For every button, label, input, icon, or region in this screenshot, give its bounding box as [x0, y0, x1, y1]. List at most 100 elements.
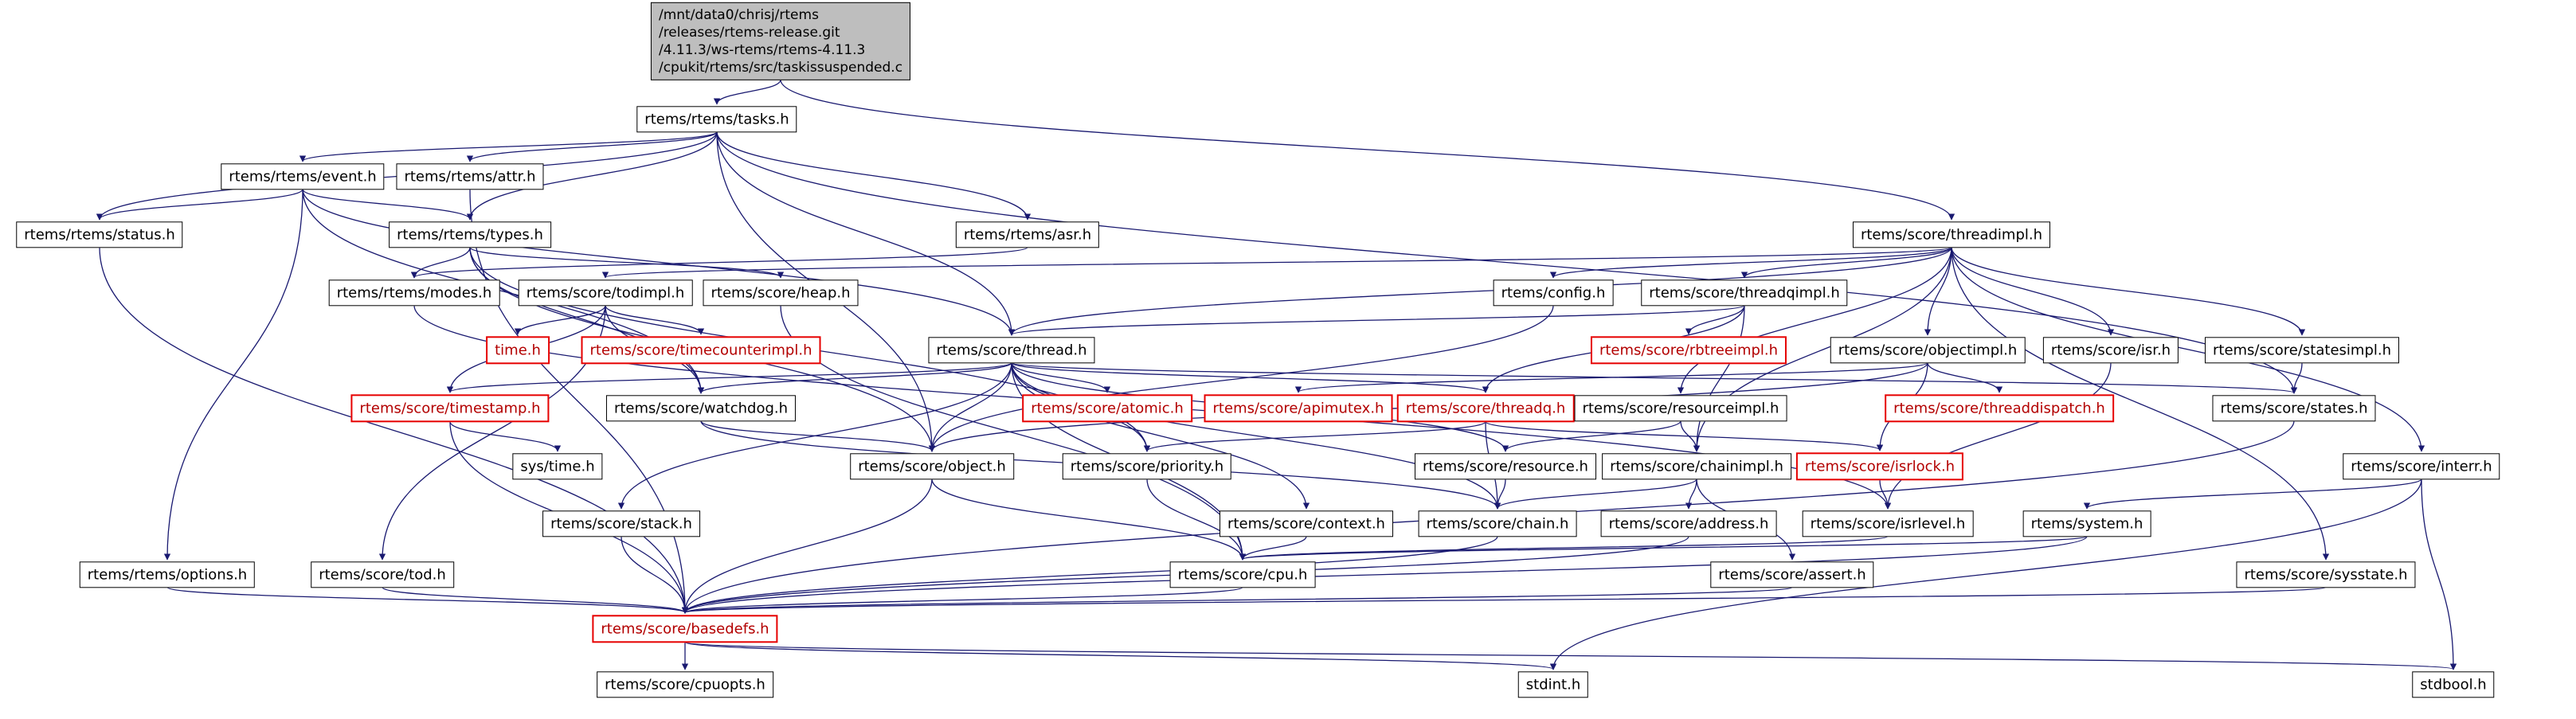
graph-node-timecounterimpl[interactable]: rtems/score/timecounterimpl.h: [581, 336, 821, 365]
graph-node-resourceimpl[interactable]: rtems/score/resourceimpl.h: [1574, 395, 1787, 422]
graph-node-context[interactable]: rtems/score/context.h: [1219, 510, 1393, 537]
include-edge-threadimpl-thread: [1008, 247, 1952, 336]
include-edge-assert-basedefs: [682, 586, 1793, 614]
include-edge-threadimpl-isr: [1951, 247, 2115, 336]
include-edge-options-basedefs: [166, 586, 688, 614]
graph-node-event[interactable]: rtems/rtems/event.h: [221, 163, 385, 190]
graph-node-stdbool[interactable]: stdbool.h: [2412, 671, 2495, 698]
graph-node-threadimpl[interactable]: rtems/score/threadimpl.h: [1852, 221, 2051, 248]
graph-node-threaddispatch[interactable]: rtems/score/threaddispatch.h: [1885, 394, 2114, 423]
graph-node-systime[interactable]: sys/time.h: [512, 453, 603, 480]
include-edge-source-file-tasks: [713, 79, 781, 105]
graph-node-modes[interactable]: rtems/rtems/modes.h: [328, 279, 500, 307]
include-edge-tasks-asr: [716, 131, 1032, 221]
include-edge-tod-basedefs: [382, 586, 689, 614]
include-edge-stack-basedefs: [621, 536, 689, 614]
graph-node-apimutex[interactable]: rtems/score/apimutex.h: [1204, 394, 1393, 423]
graph-node-stack[interactable]: rtems/score/stack.h: [542, 510, 700, 537]
include-edge-resourceimpl-chainimpl: [1680, 420, 1701, 452]
include-edge-threadqimpl-rbtreeimpl: [1685, 305, 1745, 335]
graph-node-chainimpl[interactable]: rtems/score/chainimpl.h: [1602, 453, 1791, 480]
include-edge-event-types: [302, 189, 474, 221]
graph-node-address[interactable]: rtems/score/address.h: [1600, 510, 1777, 537]
graph-node-status[interactable]: rtems/rtems/status.h: [16, 221, 183, 248]
graph-node-statesimpl[interactable]: rtems/score/statesimpl.h: [2204, 337, 2400, 364]
include-edge-thread-object: [928, 362, 1012, 452]
include-edge-objectimpl-threaddispatch: [1927, 362, 2003, 393]
include-edge-resourceimpl-resource: [1501, 420, 1681, 452]
graph-node-isrlevel[interactable]: rtems/score/isrlevel.h: [1802, 510, 1974, 537]
graph-node-thread[interactable]: rtems/score/thread.h: [928, 337, 1095, 364]
include-edge-todimpl-time: [514, 305, 606, 335]
graph-node-attr[interactable]: rtems/rtems/attr.h: [396, 163, 544, 190]
include-edge-status-basedefs: [99, 247, 689, 614]
graph-node-objectimpl[interactable]: rtems/score/objectimpl.h: [1830, 337, 2026, 364]
include-edge-asr-modes: [411, 246, 1028, 279]
graph-node-states[interactable]: rtems/score/states.h: [2212, 395, 2376, 422]
graph-node-cpuopts[interactable]: rtems/score/cpuopts.h: [597, 671, 773, 698]
graph-node-system[interactable]: rtems/system.h: [2022, 510, 2151, 537]
include-edge-types-modes: [410, 247, 471, 279]
graph-node-interr[interactable]: rtems/score/interr.h: [2343, 453, 2500, 480]
graph-node-types[interactable]: rtems/rtems/types.h: [389, 221, 551, 248]
graph-node-isr[interactable]: rtems/score/isr.h: [2042, 337, 2179, 364]
graph-node-chain[interactable]: rtems/score/chain.h: [1418, 510, 1577, 537]
include-edge-thread-states: [1011, 361, 2297, 394]
graph-node-cpu[interactable]: rtems/score/cpu.h: [1169, 561, 1316, 588]
include-edge-interr-stdbool: [2421, 479, 2457, 670]
include-edge-source-file-threadimpl: [780, 79, 1955, 221]
graph-node-time[interactable]: time.h: [486, 336, 550, 365]
include-edge-threadimpl-statesimpl: [1951, 247, 2306, 336]
graph-node-todimpl[interactable]: rtems/score/todimpl.h: [518, 279, 693, 307]
graph-node-options[interactable]: rtems/rtems/options.h: [79, 561, 256, 588]
include-edge-system-cpu: [1239, 535, 2088, 561]
include-edge-threadq-priority: [1143, 420, 1486, 452]
graph-node-heap[interactable]: rtems/score/heap.h: [703, 279, 859, 307]
include-edge-thread-atomic: [1011, 362, 1111, 393]
include-edge-statesimpl-states: [2290, 362, 2303, 394]
graph-node-atomic[interactable]: rtems/score/atomic.h: [1022, 394, 1192, 423]
include-edge-thread-context: [1011, 362, 1310, 510]
include-edge-chainimpl-chain: [1494, 478, 1697, 510]
graph-node-watchdog[interactable]: rtems/score/watchdog.h: [605, 395, 797, 422]
graph-node-object[interactable]: rtems/score/object.h: [850, 453, 1014, 480]
include-edge-tasks-attr: [466, 131, 718, 162]
graph-node-timestamp[interactable]: rtems/score/timestamp.h: [350, 394, 550, 423]
graph-node-tasks[interactable]: rtems/rtems/tasks.h: [636, 106, 797, 133]
graph-node-source-file[interactable]: /mnt/data0/chrisj/rtems /releases/rtems-…: [650, 2, 911, 81]
graph-node-priority[interactable]: rtems/score/priority.h: [1062, 453, 1232, 480]
include-edge-threadimpl-sysstate: [1951, 247, 2330, 561]
include-edge-threadq-isrlock: [1485, 420, 1884, 451]
include-edge-tasks-thread: [716, 131, 1016, 336]
graph-node-basedefs[interactable]: rtems/score/basedefs.h: [592, 615, 778, 643]
include-edge-tasks-event: [299, 131, 718, 162]
include-edge-timestamp-systime: [449, 421, 562, 452]
include-edge-tasks-states: [716, 131, 2298, 394]
graph-node-threadqimpl[interactable]: rtems/score/threadqimpl.h: [1641, 279, 1848, 307]
include-edge-config-object: [928, 305, 1554, 452]
graph-node-threadq[interactable]: rtems/score/threadq.h: [1396, 394, 1575, 423]
include-edge-threadimpl-interr: [1951, 247, 2425, 452]
include-edge-system-basedefs: [682, 535, 2088, 614]
graph-node-isrlock[interactable]: rtems/score/isrlock.h: [1795, 452, 1964, 481]
include-edge-basedefs-stdbool: [684, 641, 2457, 670]
graph-node-tod[interactable]: rtems/score/tod.h: [311, 561, 454, 588]
include-edge-objectimpl-apimutex: [1295, 361, 1928, 393]
include-edge-threadimpl-objectimpl: [1924, 247, 1952, 336]
include-edge-event-options: [163, 189, 303, 561]
graph-node-assert[interactable]: rtems/score/assert.h: [1710, 561, 1874, 588]
graph-node-resource[interactable]: rtems/score/resource.h: [1415, 453, 1596, 480]
include-edge-event-thread: [302, 189, 1016, 336]
include-edge-todimpl-timecounterimpl: [605, 305, 705, 335]
include-edge-priority-cpu: [1146, 479, 1247, 561]
graph-node-rbtreeimpl[interactable]: rtems/score/rbtreeimpl.h: [1590, 336, 1787, 365]
graph-node-asr[interactable]: rtems/rtems/asr.h: [955, 221, 1100, 248]
include-edge-thread-timestamp: [447, 361, 1012, 393]
include-edge-interr-stdint: [1549, 479, 2422, 670]
graph-node-config[interactable]: rtems/config.h: [1493, 279, 1614, 307]
graph-node-sysstate[interactable]: rtems/score/sysstate.h: [2236, 561, 2416, 588]
include-edge-threadimpl-config: [1549, 246, 1952, 279]
graph-node-stdint[interactable]: stdint.h: [1517, 671, 1589, 698]
